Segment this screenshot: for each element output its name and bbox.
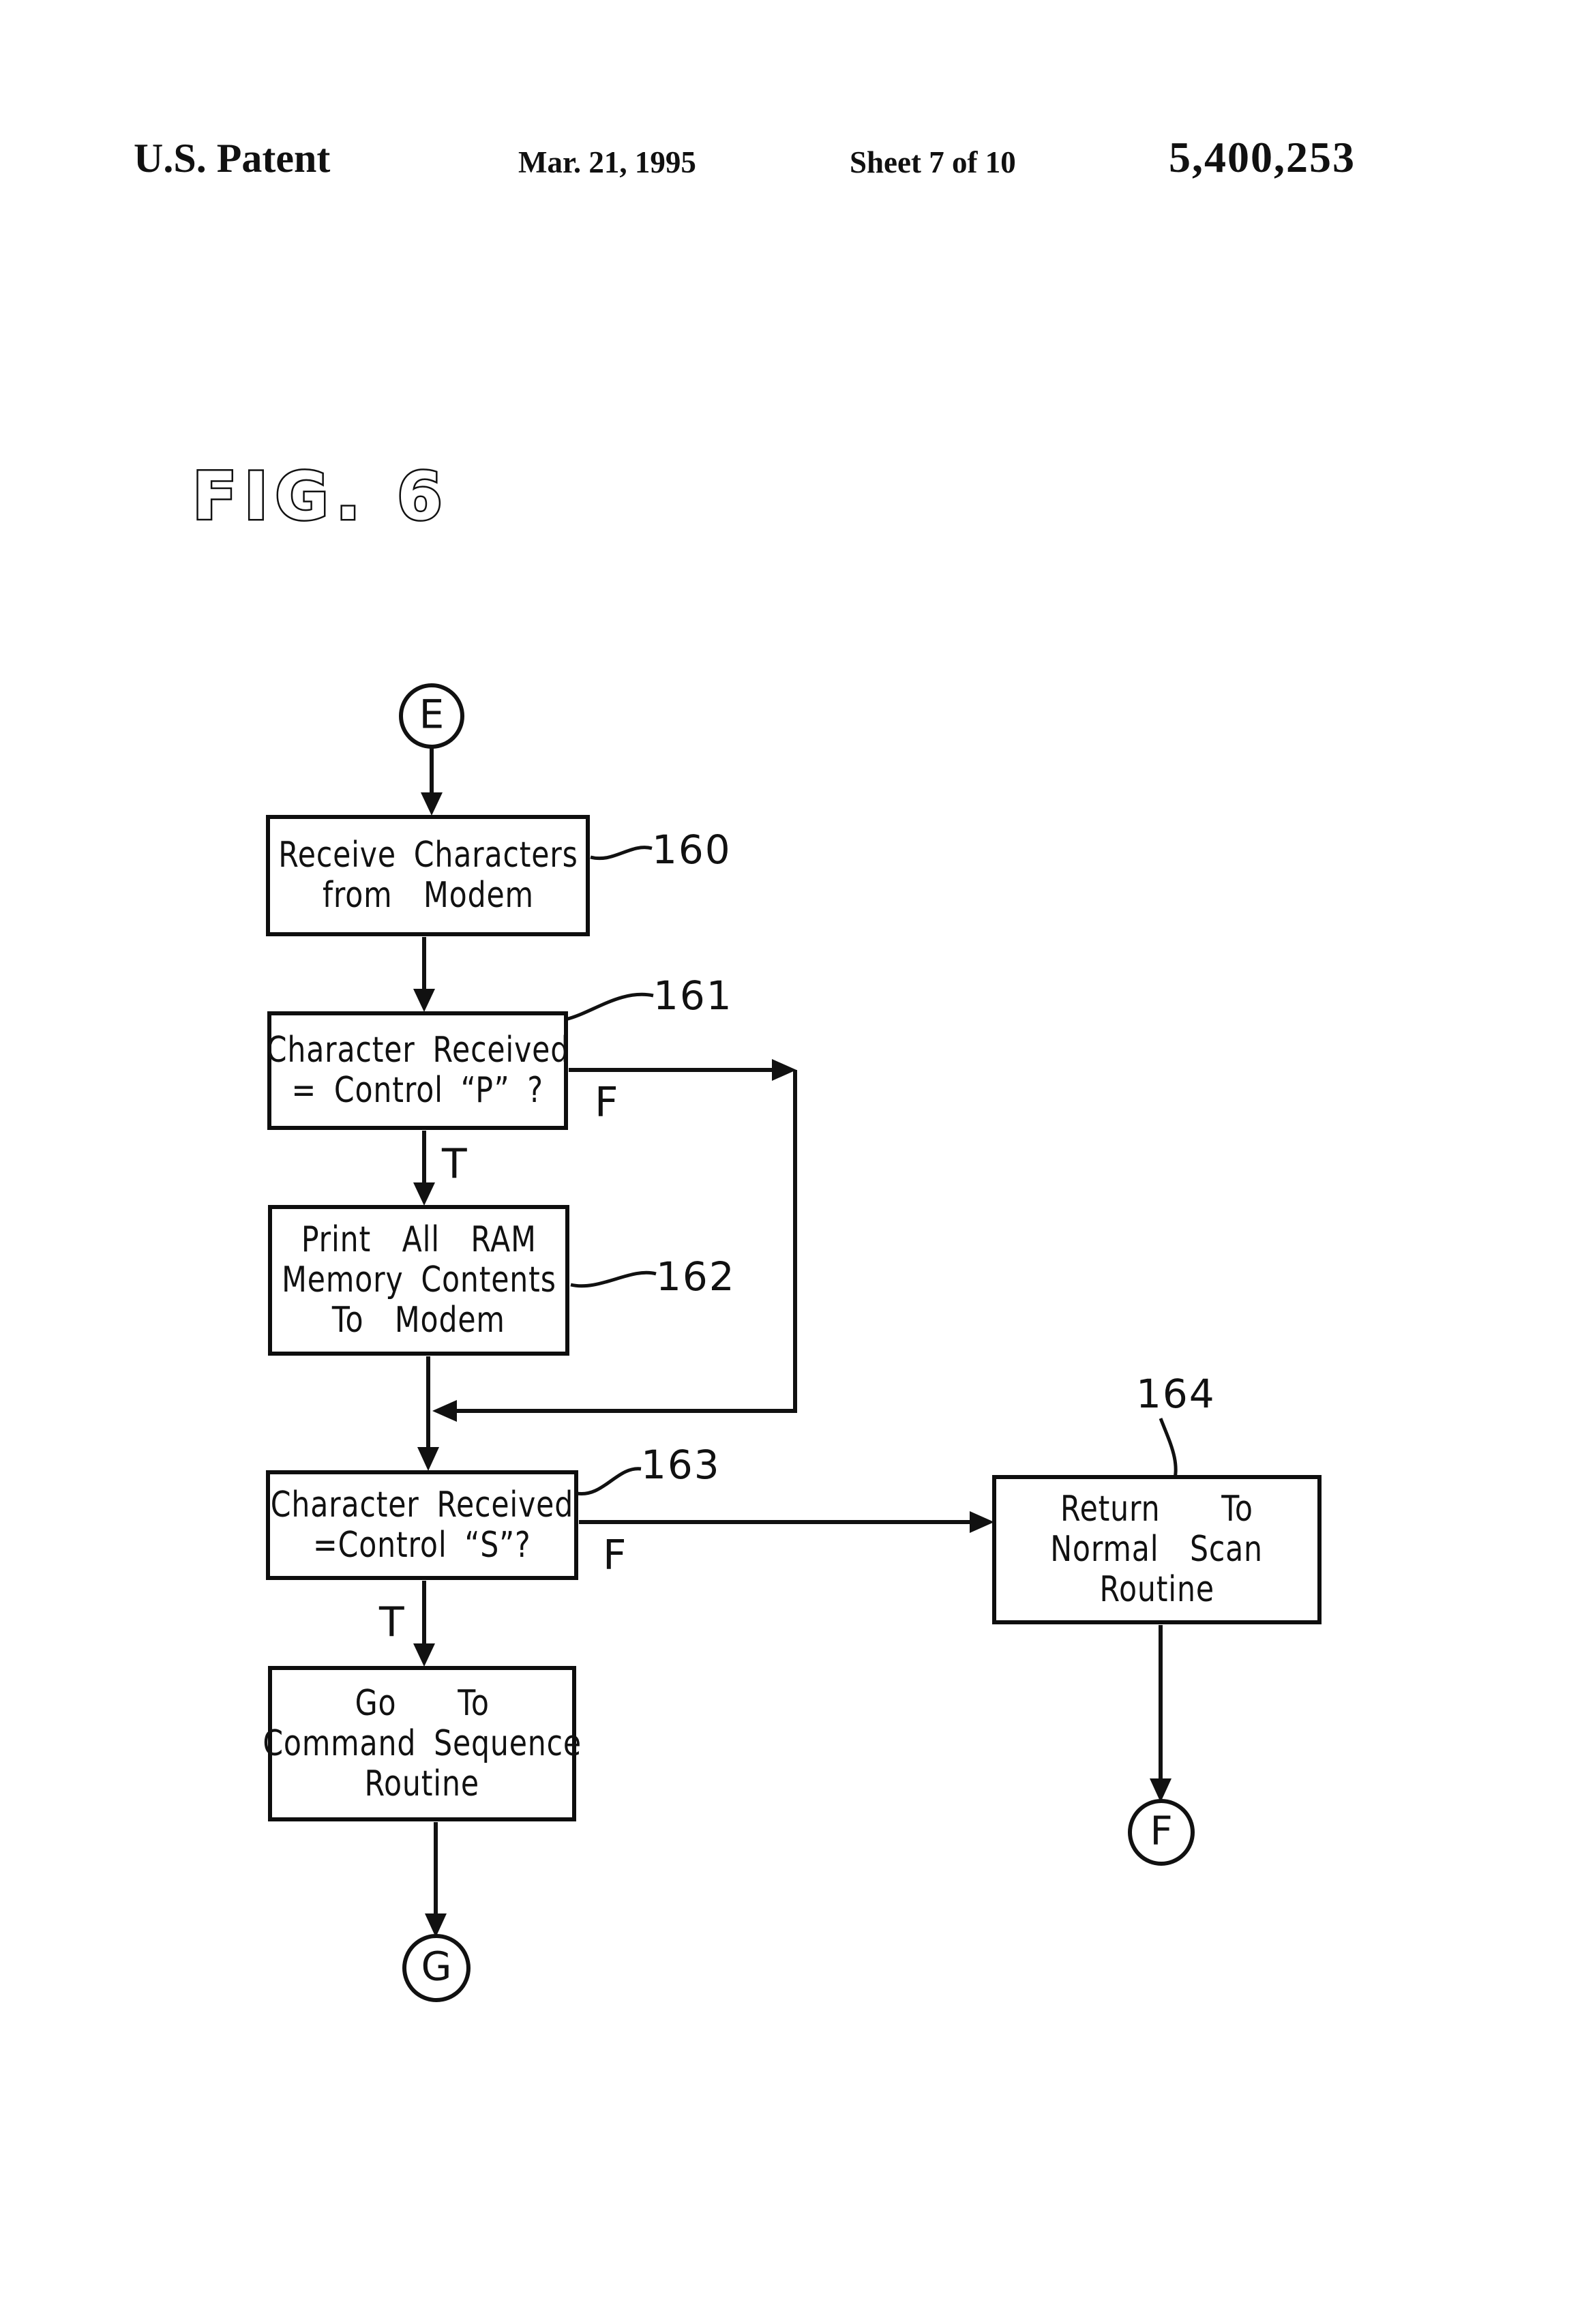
leader-160 (590, 846, 653, 861)
leader-161 (565, 992, 654, 1022)
connector-circle-g (402, 1934, 471, 2002)
arrowhead-into-f (1150, 1778, 1171, 1802)
box-return-line-2: Normal Scan (1050, 1529, 1264, 1570)
box-check-s-line-1: Character Received (270, 1484, 574, 1525)
connector-circle-e (399, 683, 464, 749)
branch-false-163: F (603, 1532, 627, 1579)
box-receive-characters: Receive Characters from Modem (266, 815, 590, 936)
connector-e-label: E (419, 691, 445, 738)
connector-circle-f (1128, 1799, 1195, 1866)
arrowhead-161-false-corner (772, 1059, 796, 1081)
ref-160: 160 (652, 826, 732, 873)
box-print-ram-line-3: To Modem (332, 1300, 505, 1341)
ref-162: 162 (656, 1253, 736, 1300)
sheet-number: Sheet 7 of 10 (850, 145, 1016, 179)
connector-f-label: F (1150, 1807, 1173, 1854)
box-check-control-s: Character Received =Control “S”? (266, 1470, 578, 1580)
leader-163 (576, 1467, 642, 1495)
box-go-command-line-3: Routine (364, 1763, 480, 1804)
arrowhead-into-gocommand (413, 1643, 435, 1667)
box-go-command-line-2: Command Sequence (263, 1723, 582, 1764)
box-check-control-p: Character Received = Control “P” ? (266, 1011, 569, 1130)
arrowhead-into-162 (413, 1182, 435, 1206)
ref-163: 163 (641, 1442, 721, 1488)
box-go-command-sequence: Go To Command Sequence Routine (263, 1666, 581, 1821)
arrowhead-merge-left (432, 1400, 457, 1422)
edge-161-false-loop (456, 1070, 797, 1413)
box-print-ram-line-2: Memory Contents (281, 1260, 556, 1300)
branch-true-161: T (442, 1140, 467, 1188)
box-check-p-line-2: = Control “P” ? (291, 1070, 544, 1111)
branch-true-163: T (379, 1598, 404, 1646)
box-receive-line-1: Receive Characters (278, 835, 578, 876)
box-print-ram-line-1: Print All RAM (301, 1219, 537, 1260)
patent-date: Mar. 21, 1995 (518, 145, 696, 179)
leader-162 (570, 1270, 657, 1288)
box-return-line-1: Return To (1060, 1489, 1253, 1530)
branch-false-161: F (595, 1079, 618, 1127)
box-return-line-3: Routine (1099, 1569, 1214, 1610)
patent-number: 5,400,253 (1169, 133, 1356, 181)
box-go-command-line-1: Go To (355, 1682, 490, 1724)
connector-g-label: G (421, 1943, 452, 1990)
figure-label: FIG. 6 (191, 457, 449, 537)
ref-164: 164 (1136, 1371, 1216, 1417)
box-return-normal-scan: Return To Normal Scan Routine (992, 1475, 1322, 1624)
box-check-s-line-2: =Control “S”? (313, 1524, 531, 1566)
arrowhead-into-160 (421, 792, 443, 816)
arrowhead-into-164 (970, 1511, 994, 1533)
box-check-p-line-1: Character Received (266, 1030, 569, 1071)
ref-161: 161 (653, 972, 733, 1019)
arrowhead-into-161 (413, 989, 435, 1012)
arrowhead-into-g (425, 1913, 447, 1937)
patent-title: U.S. Patent (134, 136, 331, 181)
box-print-ram: Print All RAM Memory Contents To Modem (268, 1205, 569, 1356)
box-receive-line-2: from Modem (322, 875, 534, 916)
arrowhead-into-163 (417, 1447, 439, 1471)
